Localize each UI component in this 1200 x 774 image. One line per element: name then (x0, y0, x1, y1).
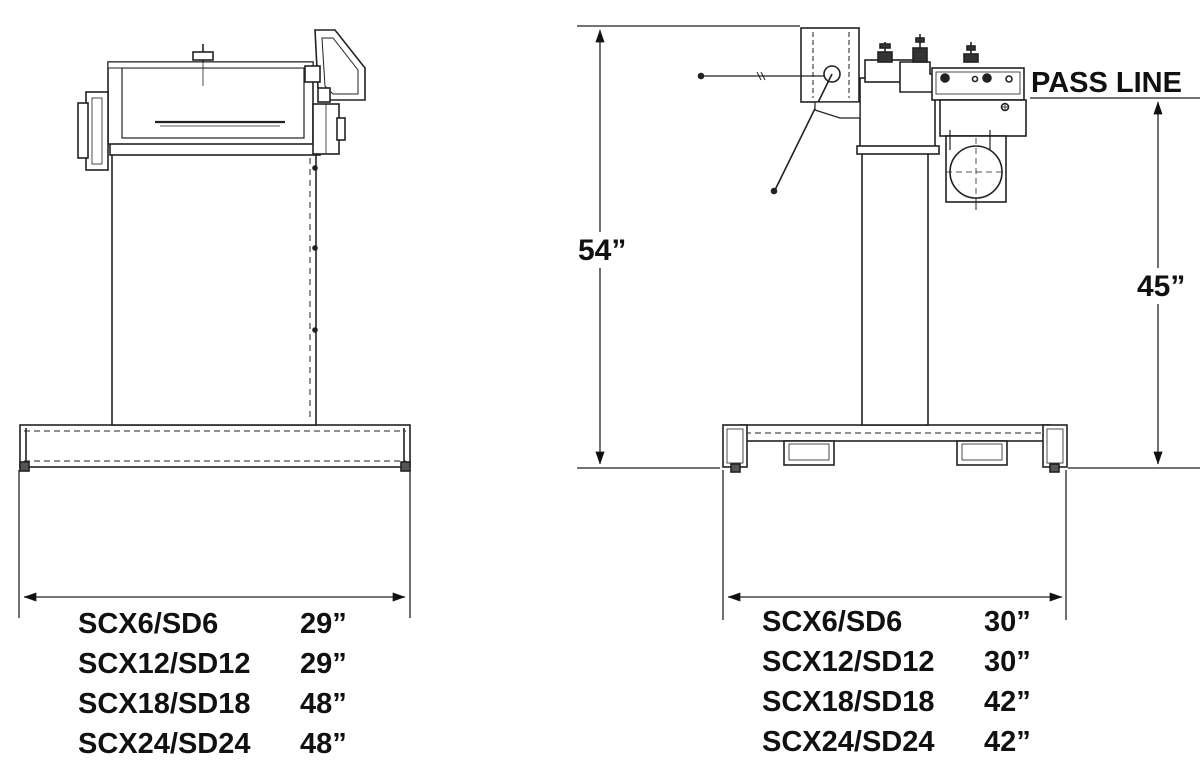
side-view-width-dimension (18, 470, 411, 618)
width-value: 30” (984, 606, 1031, 638)
width-value: 29” (300, 608, 347, 640)
table-row: SCX6/SD6 29” (78, 604, 347, 644)
overall-height-label: 54” (578, 234, 626, 267)
model-name: SCX12/SD12 (762, 646, 935, 678)
front-view-machine (697, 27, 1068, 473)
model-name: SCX24/SD24 (78, 728, 251, 760)
height-label-background (574, 232, 636, 268)
model-name: SCX12/SD12 (78, 648, 251, 680)
table-row: SCX12/SD12 29” (78, 644, 347, 684)
width-value: 42” (984, 726, 1031, 758)
table-row: SCX24/SD24 48” (78, 724, 347, 764)
pass-line-height-label-background (1132, 268, 1200, 304)
width-value: 48” (300, 728, 347, 760)
model-name: SCX18/SD18 (78, 688, 251, 720)
model-name: SCX24/SD24 (762, 726, 935, 758)
model-name: SCX6/SD6 (762, 606, 903, 638)
width-value: 48” (300, 688, 347, 720)
front-view-width-table: SCX6/SD6 30” SCX12/SD12 30” SCX18/SD18 4… (762, 602, 1031, 762)
table-row: SCX24/SD24 42” (762, 722, 1031, 762)
width-value: 42” (984, 686, 1031, 718)
table-row: SCX6/SD6 30” (762, 602, 1031, 642)
pass-line-label: PASS LINE (1031, 67, 1182, 99)
table-row: SCX18/SD18 48” (78, 684, 347, 724)
side-view-width-table: SCX6/SD6 29” SCX12/SD12 29” SCX18/SD18 4… (78, 604, 347, 764)
width-value: 30” (984, 646, 1031, 678)
table-row: SCX12/SD12 30” (762, 642, 1031, 682)
table-row: SCX18/SD18 42” (762, 682, 1031, 722)
width-value: 29” (300, 648, 347, 680)
model-name: SCX18/SD18 (762, 686, 935, 718)
pass-line-height-label: 45” (1137, 270, 1185, 303)
model-name: SCX6/SD6 (78, 608, 219, 640)
side-view-machine (19, 29, 411, 472)
